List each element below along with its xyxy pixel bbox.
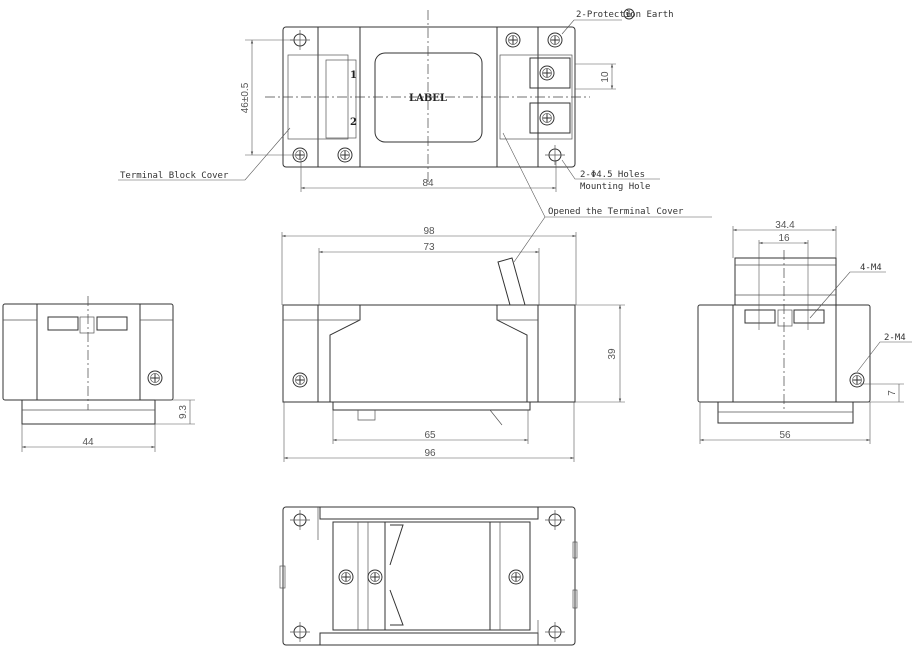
earth-screw-icon [292, 147, 308, 163]
dim-34-4: 34.4 [775, 220, 795, 231]
dim-39: 39 [607, 348, 618, 360]
mounting-hole-icon [544, 509, 566, 531]
mounting-hole-icon [289, 621, 311, 643]
top-view: LABEL 1 2 46±0.5 84 10 [240, 10, 616, 192]
dim-7: 7 [887, 390, 898, 396]
dim-10: 10 [600, 71, 611, 83]
left-side-view: 44 9.3 [2, 296, 195, 452]
terminal-screw-icon [539, 65, 555, 81]
dim-56: 56 [779, 430, 791, 441]
terminal-number-2: 2 [350, 117, 357, 128]
m4-4-label: 4-M4 [860, 263, 882, 273]
terminal-block [529, 57, 571, 89]
opened-cover-label: Opened the Terminal Cover [548, 207, 684, 217]
terminal-block-cover-label: Terminal Block Cover [120, 171, 229, 181]
screw-icon [508, 569, 524, 585]
dim-65: 65 [424, 430, 436, 441]
terminal-screw-icon [539, 110, 555, 126]
earth-screw-icon [505, 32, 521, 48]
dim-73: 73 [423, 242, 435, 253]
mounting-hole-icon [544, 621, 566, 643]
screw-icon [337, 147, 353, 163]
right-side-view: 34.4 16 4-M4 2-M4 7 56 [697, 220, 912, 444]
earth-screw-icon [292, 372, 308, 388]
dim-84: 84 [422, 178, 434, 189]
dim-9-3: 9.3 [178, 405, 189, 419]
holes-label: 2-Φ4.5 Holes [580, 170, 645, 180]
label-text: LABEL [409, 93, 447, 104]
m4-2-label: 2-M4 [884, 333, 906, 343]
earth-ground-icon [623, 8, 635, 20]
earth-screw-icon [547, 32, 563, 48]
opened-terminal-cover [497, 257, 526, 306]
protection-earth-label: 2-Protection Earth [576, 10, 674, 20]
mounting-hole-label: Mounting Hole [580, 182, 650, 192]
dim-46: 46±0.5 [240, 82, 251, 113]
screw-icon [338, 569, 354, 585]
dim-98: 98 [423, 226, 435, 237]
dim-16: 16 [778, 233, 790, 244]
dim-44: 44 [82, 437, 94, 448]
mounting-hole-icon [544, 144, 566, 166]
callouts: 2-Protection Earth Terminal Block Cover … [118, 8, 712, 263]
earth-screw-icon [849, 372, 865, 388]
earth-screw-icon [147, 370, 163, 386]
label-area [374, 52, 483, 143]
screw-icon [367, 569, 383, 585]
bottom-view [279, 506, 578, 646]
mounting-hole-icon [289, 509, 311, 531]
terminal-number-1: 1 [350, 70, 357, 81]
dim-96: 96 [424, 448, 436, 459]
terminal-block [529, 102, 571, 134]
front-view: 98 73 39 65 96 [281, 226, 625, 462]
